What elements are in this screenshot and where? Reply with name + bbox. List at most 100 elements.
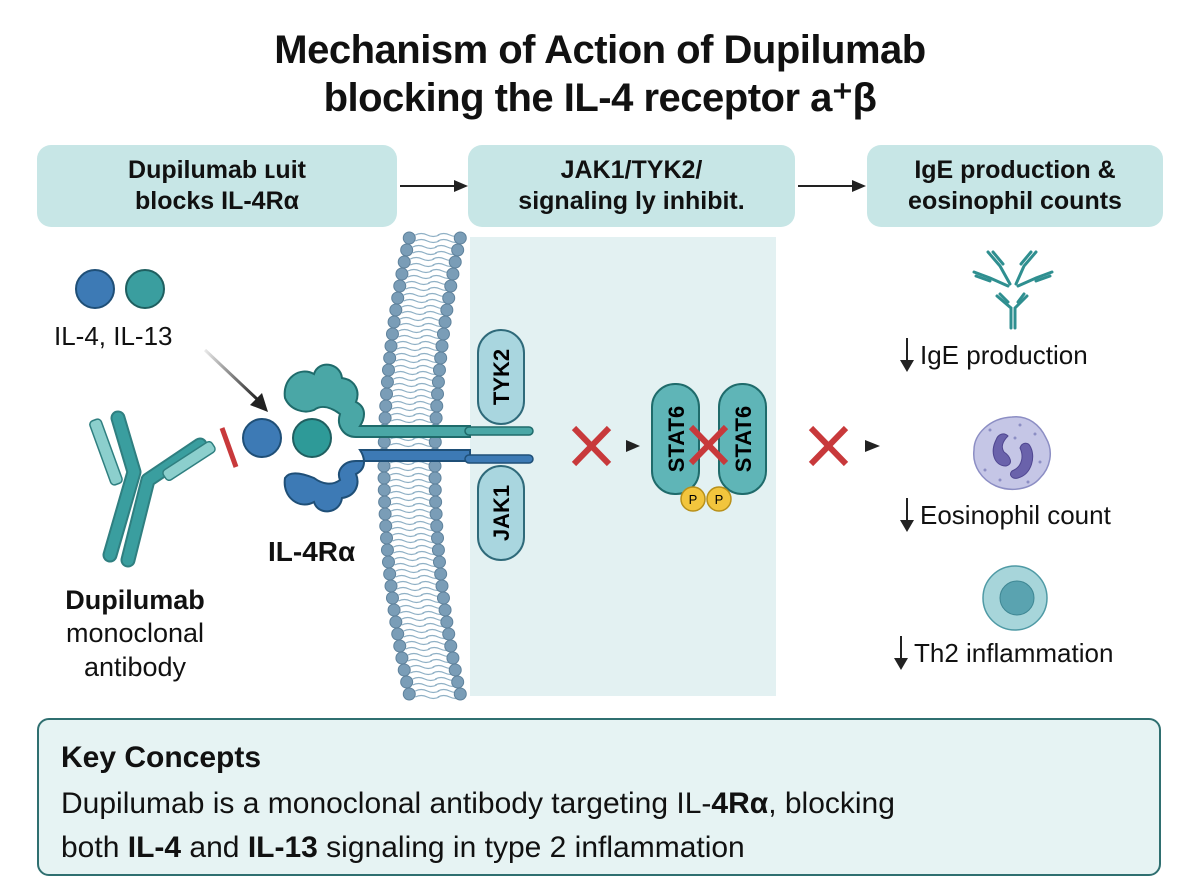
lipid-head bbox=[389, 303, 403, 317]
lipid-head bbox=[378, 507, 392, 521]
lipid-head bbox=[397, 255, 411, 269]
phospho-left-icon bbox=[680, 486, 706, 512]
flow-arrow-1 bbox=[400, 180, 468, 192]
lipid-head bbox=[380, 531, 394, 545]
il13-cytokine-icon bbox=[292, 418, 332, 458]
cell-membrane bbox=[377, 231, 467, 701]
antibody-name: Dupilumab bbox=[65, 585, 205, 615]
outcome-eosinophil: Eosinophil count bbox=[900, 498, 1111, 532]
lipid-head bbox=[453, 231, 467, 245]
lipid-head bbox=[438, 315, 452, 329]
lipid-head bbox=[384, 579, 398, 593]
antibody-desc-1: monoclonal bbox=[65, 618, 205, 648]
outcome-eosinophil-label: Eosinophil count bbox=[920, 500, 1111, 530]
lipid-head bbox=[379, 399, 393, 413]
lipid-head bbox=[442, 291, 456, 305]
lipid-head bbox=[402, 687, 416, 701]
outcome-ige-label: IgE production bbox=[920, 340, 1088, 370]
phospho-left-label: P bbox=[689, 492, 698, 507]
il4-legend-icon bbox=[75, 269, 115, 309]
decrease-arrow-icon bbox=[900, 338, 914, 372]
lipid-head bbox=[387, 603, 401, 617]
lipid-head bbox=[400, 243, 414, 257]
lipid-head bbox=[383, 351, 397, 365]
antibody-desc-2: antibody bbox=[83, 652, 187, 682]
cytokines-label: IL-4, IL-13 bbox=[54, 321, 173, 351]
receptor-label: IL-4Rα bbox=[268, 536, 356, 567]
lipid-head bbox=[431, 531, 445, 545]
th2-cell-icon bbox=[982, 565, 1048, 631]
il4-cytokine-icon bbox=[242, 418, 282, 458]
lipid-head bbox=[440, 303, 454, 317]
lipid-head bbox=[446, 651, 460, 665]
kc-text-receptor: 4Rα bbox=[711, 787, 769, 820]
kc-text-1: Dupilumab is a monoclonal antibody targe… bbox=[61, 787, 712, 820]
lipid-head bbox=[387, 315, 401, 329]
lipid-head bbox=[444, 639, 458, 653]
flow-step-3-line2: eosinophil counts bbox=[908, 187, 1122, 215]
lipid-head bbox=[385, 591, 399, 605]
binding-arrow bbox=[203, 348, 260, 402]
lipid-head bbox=[428, 483, 442, 497]
decrease-arrow-icon bbox=[900, 498, 914, 532]
ige-antibody-icon bbox=[972, 250, 1054, 330]
block-x-icon-1 bbox=[571, 425, 612, 467]
flow-arrow-2 bbox=[798, 180, 866, 192]
tyk2-label: TYK2 bbox=[489, 349, 514, 405]
flow-step-2-line2: signaling ly inhibit. bbox=[518, 187, 745, 215]
lipid-head bbox=[381, 363, 395, 377]
page-title: Mechanism of Action of Dupilumab blockin… bbox=[0, 26, 1200, 122]
lipid-head bbox=[431, 375, 445, 389]
outcome-th2-label: Th2 inflammation bbox=[914, 638, 1114, 668]
lipid-head bbox=[380, 387, 394, 401]
signal-arrow-2-head bbox=[865, 440, 880, 452]
lipid-head bbox=[448, 255, 462, 269]
kc-text-3: both bbox=[61, 831, 128, 864]
phospho-right-label: P bbox=[715, 492, 724, 507]
lipid-head bbox=[380, 375, 394, 389]
lipid-head bbox=[434, 567, 448, 581]
title-line-2: blocking the IL-4 receptor a⁺β bbox=[323, 76, 877, 120]
lipid-head bbox=[448, 663, 462, 677]
lipid-head bbox=[431, 543, 445, 557]
key-concepts-text: Dupilumab is a monoclonal antibody targe… bbox=[61, 782, 1141, 870]
antibody-caption: Dupilumab monoclonal antibody bbox=[40, 584, 230, 684]
lipid-head bbox=[430, 399, 444, 413]
lipid-head bbox=[453, 687, 467, 701]
lipid-head bbox=[381, 555, 395, 569]
lipid-head bbox=[389, 615, 403, 629]
binding-arrow-head bbox=[250, 393, 268, 412]
flow-step-3-line1: IgE production & bbox=[914, 156, 1116, 184]
lipid-head bbox=[431, 387, 445, 401]
il4-receptor-icon bbox=[283, 363, 534, 513]
lipid-head bbox=[429, 507, 443, 521]
kc-text-il4: IL-4 bbox=[127, 831, 182, 864]
il13-legend-icon bbox=[125, 269, 165, 309]
lipid-head bbox=[432, 363, 446, 377]
lipid-head bbox=[444, 279, 458, 293]
lipid-head bbox=[434, 351, 448, 365]
key-concepts-title: Key Concepts bbox=[61, 741, 262, 774]
lipid-head bbox=[395, 267, 409, 281]
block-bar-icon bbox=[219, 427, 239, 468]
flow-step-2-line1: JAK1/TYK2/ bbox=[560, 156, 703, 184]
lipid-head bbox=[451, 675, 465, 689]
lipid-head bbox=[432, 555, 446, 569]
outcome-ige: IgE production bbox=[900, 338, 1088, 372]
stat6-left-label: STAT6 bbox=[664, 406, 689, 472]
lipid-head bbox=[385, 327, 399, 341]
lipid-head bbox=[438, 603, 452, 617]
stat6-right-label: STAT6 bbox=[731, 406, 756, 472]
lipid-head bbox=[430, 519, 444, 533]
stat6-dimer: STAT6 STAT6 P P bbox=[651, 383, 767, 512]
lipid-head bbox=[380, 543, 394, 557]
lipid-head bbox=[402, 231, 416, 245]
lipid-head bbox=[384, 339, 398, 353]
lipid-head bbox=[446, 267, 460, 281]
lipid-head bbox=[383, 567, 397, 581]
block-x-icon-2 bbox=[688, 424, 729, 466]
lipid-head bbox=[440, 615, 454, 629]
lipid-head bbox=[377, 483, 391, 497]
